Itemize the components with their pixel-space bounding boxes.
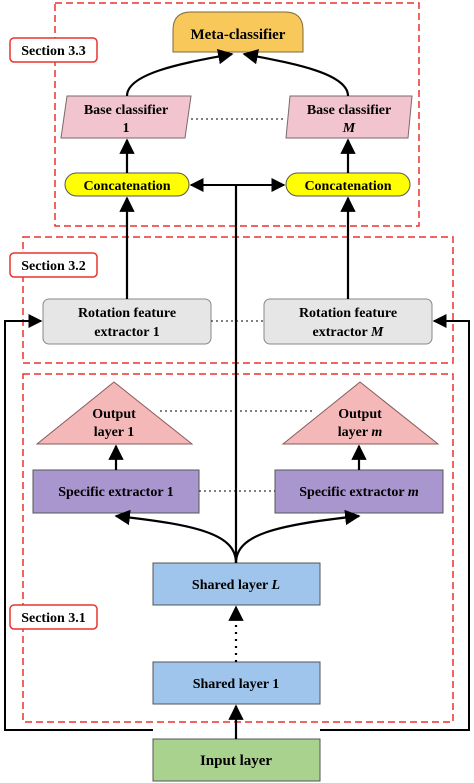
section-3-2-label: Section 3.2 — [21, 259, 86, 274]
output-layer-m-node — [281, 381, 440, 445]
section-3-2-box — [22, 236, 454, 364]
base-classifier-m-node — [285, 95, 413, 139]
rotation-extractor-m-label-line2: extractor M — [313, 325, 384, 340]
arrow-input-to-rotation1 — [4, 314, 153, 731]
output-layer-1-node — [35, 381, 194, 445]
specific-extractor-m-node — [274, 469, 444, 514]
section-3-3-label: Section 3.3 — [21, 44, 86, 59]
section-3-1-box — [22, 373, 454, 723]
shared-layer-l-node — [152, 562, 321, 606]
arrow-base1-to-meta — [125, 49, 234, 97]
base-classifier-m-label-line1: Base classifier — [307, 103, 391, 118]
arrow-shared-to-specific-m — [234, 509, 361, 564]
shared-layer-1-label: Shared layer 1 — [193, 677, 280, 692]
arrow-basem-to-meta — [242, 49, 350, 97]
output-layer-1-label-line1: Output — [92, 407, 136, 422]
base-classifier-m-label-line2: M — [342, 121, 356, 136]
concatenation-1-label: Concatenation — [83, 179, 170, 194]
base-classifier-1-label-line1: Base classifier — [84, 103, 168, 118]
rotation-extractor-m-label-line1: Rotation feature — [299, 306, 397, 321]
rotation-extractor-1-label-line1: Rotation feature — [78, 306, 176, 321]
input-layer-node — [152, 738, 321, 782]
section-3-1-label: Section 3.1 — [21, 611, 86, 626]
rotation-extractor-1-label-line2: extractor 1 — [94, 325, 159, 340]
base-classifier-1-label-line2: 1 — [123, 121, 130, 136]
arrow-input-to-rotationm — [320, 314, 470, 731]
meta-classifier-label: Meta-classifier — [191, 27, 286, 43]
output-layer-m-label-line2: layer m — [338, 425, 383, 440]
output-layer-1-label-line2: layer 1 — [94, 425, 135, 440]
specific-extractor-m-label: Specific extractor m — [299, 485, 419, 500]
shared-layer-l-label: Shared layer L — [192, 578, 280, 593]
section-3-3-box — [54, 2, 420, 227]
specific-extractor-1-label: Specific extractor 1 — [58, 485, 174, 500]
meta-classifier-node — [172, 11, 304, 53]
concatenation-2-label: Concatenation — [304, 179, 391, 194]
output-layer-m-label-line1: Output — [338, 407, 382, 422]
arrow-shared-to-specific-1 — [114, 509, 238, 564]
input-layer-label: Input layer — [200, 753, 272, 769]
shared-layer-1-node — [152, 661, 321, 705]
base-classifier-1-node — [60, 95, 192, 139]
